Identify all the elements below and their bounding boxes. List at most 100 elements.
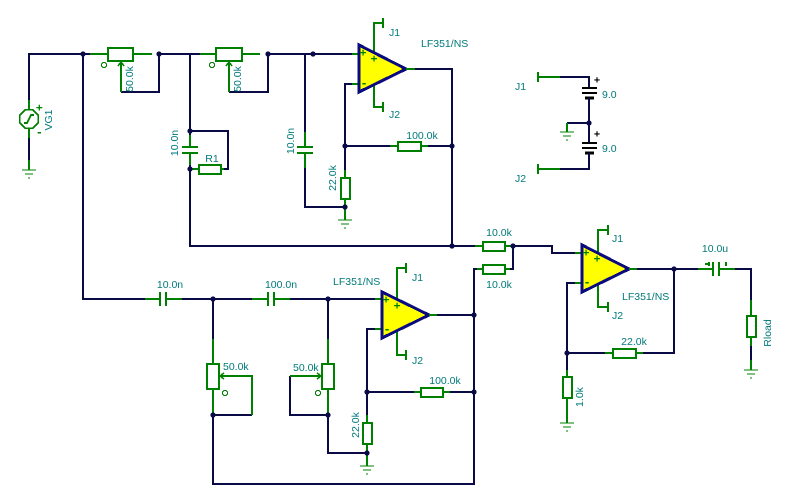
resistor-body[interactable] xyxy=(562,376,573,399)
potentiometer-50k-a[interactable]: 50.0k xyxy=(90,47,152,92)
pot-end-marker-icon xyxy=(314,389,322,397)
resistor-10k-b[interactable]: 10.0k xyxy=(477,264,513,291)
junction-dot xyxy=(471,389,477,395)
opamp-supply-pos-pin[interactable] xyxy=(597,225,609,253)
battery-1-plus-sign: + xyxy=(594,75,600,86)
wire-pot1-loop xyxy=(121,53,200,93)
ground-icon xyxy=(743,369,759,379)
opamp-supply-neg-pin[interactable] xyxy=(373,85,384,112)
vg1-body[interactable] xyxy=(18,109,40,129)
supply-j2-label: J2 xyxy=(515,173,526,185)
resistor-22k-gain-2[interactable]: 22.0k xyxy=(350,411,375,475)
potentiometer-50k-c[interactable]: 50.0k xyxy=(206,339,253,415)
resistor-body[interactable] xyxy=(198,164,222,175)
j2-terminal[interactable] xyxy=(537,164,560,174)
wire-j2 xyxy=(560,153,590,170)
ground-icon xyxy=(559,422,575,432)
resistor-body[interactable] xyxy=(397,141,422,152)
capacitor-10n-b1[interactable]: 10.0n xyxy=(145,279,183,306)
wire-j1 xyxy=(560,76,590,88)
opamp-body[interactable] xyxy=(357,42,410,95)
cap-value-label: 10.0n xyxy=(157,279,183,291)
opamp-body[interactable] xyxy=(380,289,433,341)
junction-dot xyxy=(310,51,316,57)
pot-wiper[interactable] xyxy=(117,60,125,92)
resistor-value-label: 10.0k xyxy=(486,279,512,291)
opamp-body[interactable] xyxy=(580,242,633,295)
opamp-supply-neg-pin[interactable] xyxy=(597,284,609,312)
opamp-j1-label: J1 xyxy=(612,233,623,245)
resistor-body[interactable] xyxy=(482,241,506,252)
resistor-100k-feedback-1[interactable]: 100.0k xyxy=(390,130,439,152)
j1-terminal[interactable] xyxy=(537,72,560,82)
cap-plates[interactable] xyxy=(267,292,275,306)
resistor-value-label: 10.0k xyxy=(486,227,512,239)
pot-body[interactable] xyxy=(215,47,243,62)
opamp-j1-label: J1 xyxy=(389,27,400,39)
resistor-value-label: 100.0k xyxy=(406,130,438,142)
resistor-value-label: 22.0k xyxy=(350,411,362,437)
pot-value-label: 50.0k xyxy=(223,361,249,373)
wire-filter2-output-bus xyxy=(212,268,477,485)
junction-dot xyxy=(325,412,331,418)
pot-wiper[interactable] xyxy=(218,372,253,415)
junction-dot xyxy=(325,296,331,302)
wire-pot-b1 xyxy=(212,299,252,416)
opamp-supply-pos-pin[interactable] xyxy=(396,263,407,300)
battery-1-plates[interactable] xyxy=(582,87,597,94)
opamp-3[interactable]: + + - J1 J2 LF351/NS xyxy=(575,225,669,322)
resistor-body[interactable] xyxy=(612,348,637,359)
summer-wiring xyxy=(212,245,752,485)
pot-value-label: 50.0k xyxy=(293,362,319,374)
pot-body[interactable] xyxy=(107,47,134,62)
potentiometer-50k-b[interactable]: 50.0k xyxy=(200,47,260,92)
junction-dot xyxy=(156,51,162,57)
resistor-body[interactable] xyxy=(482,264,506,275)
wire-opamp3-output xyxy=(637,268,752,360)
pot-wiper[interactable] xyxy=(225,60,233,92)
pot-body[interactable] xyxy=(321,363,335,390)
dual-supply[interactable]: + + 9.0 9.0 J1 J2 xyxy=(515,72,617,185)
resistor-body[interactable] xyxy=(746,315,757,338)
potentiometer-50k-d[interactable]: 50.0k xyxy=(290,339,335,415)
resistor-name-label: R1 xyxy=(205,153,219,165)
cap-plates[interactable] xyxy=(297,146,313,154)
capacitor-10n-c1[interactable]: 10.0n xyxy=(169,130,198,165)
resistor-10k-a[interactable]: 10.0k xyxy=(475,227,513,252)
resistor-22k-gain-1[interactable]: 22.0k xyxy=(327,164,353,229)
junction-dot xyxy=(80,51,86,57)
resistor-body[interactable] xyxy=(340,177,351,200)
junction-dot xyxy=(342,143,348,149)
junction-dot xyxy=(449,143,455,149)
capacitor-10u-output[interactable]: 10.0u xyxy=(698,243,735,276)
capacitor-100n-b2[interactable]: 100.0n xyxy=(252,279,297,306)
opamp-model-label: LF351/NS xyxy=(622,291,669,303)
battery-2-plates[interactable] xyxy=(582,142,597,149)
resistor-22k-feedback-3[interactable]: 22.0k xyxy=(605,336,648,359)
battery-1-value-label: 9.0 xyxy=(602,89,617,101)
opamp-1[interactable]: + + - J1 J2 LF351/NS xyxy=(352,18,468,121)
pot-wiper[interactable] xyxy=(290,372,323,380)
capacitor-10n-c2[interactable]: 10.0n xyxy=(285,128,313,168)
junction-dot xyxy=(449,243,455,249)
cap-plates[interactable] xyxy=(159,292,167,306)
pot-body[interactable] xyxy=(206,363,220,390)
wire-opamp3-minus xyxy=(566,269,675,370)
cap-plates[interactable] xyxy=(182,146,198,154)
cap-value-label: 10.0n xyxy=(285,128,297,154)
pot-end-marker-icon xyxy=(208,61,216,69)
resistor-rload[interactable]: Rload xyxy=(743,300,774,379)
opamp-supply-neg-pin[interactable] xyxy=(396,331,407,360)
resistor-body[interactable] xyxy=(420,387,444,398)
cap-plates[interactable] xyxy=(712,262,720,276)
resistor-body[interactable] xyxy=(362,422,373,445)
opamp-2[interactable]: + + - J1 J2 LF351/NS xyxy=(333,263,437,367)
resistor-100k-feedback-2[interactable]: 100.0k xyxy=(414,375,462,398)
resistor-1k-gain-3[interactable]: 1.0k xyxy=(559,370,586,432)
voltage-source-vg1[interactable]: + - VG1 xyxy=(18,53,90,179)
opamp-supply-pos-pin[interactable] xyxy=(373,18,384,53)
resistor-r1[interactable]: R1 xyxy=(190,153,224,175)
junction-dot xyxy=(364,389,370,395)
vg1-plus-sign: + xyxy=(36,101,43,114)
